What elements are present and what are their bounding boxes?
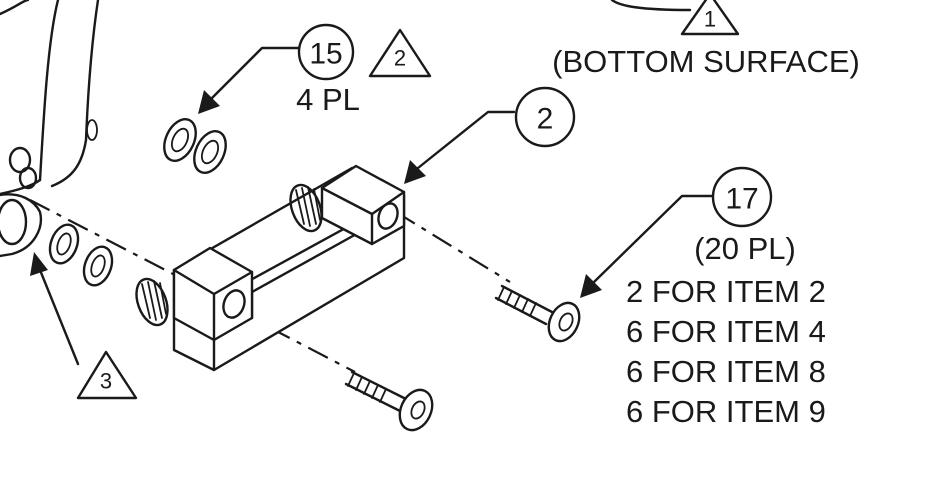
callout-line-17-1: 2 FOR ITEM 2	[626, 274, 826, 309]
flag-note-number-1: 1	[704, 7, 716, 32]
callout-bubble-2: 2	[514, 86, 576, 148]
washer-pair-item-15	[163, 118, 227, 174]
frame-structure	[0, 0, 100, 258]
callout-number-2: 2	[537, 103, 554, 136]
flag-note-label-1: (BOTTOM SURFACE)	[552, 44, 860, 79]
callout-qty-15: 4 PL	[296, 82, 360, 117]
callout-number-15: 15	[309, 38, 342, 71]
centerline-lower	[29, 199, 176, 276]
callout-line-17-4: 6 FOR ITEM 9	[626, 394, 826, 429]
callout-line-17-3: 6 FOR ITEM 8	[626, 354, 826, 389]
spring-upper	[289, 183, 323, 233]
flag-note-number-2: 2	[394, 46, 406, 71]
callout-bubble-17: 17	[711, 166, 773, 228]
bracket-item-2	[172, 164, 406, 372]
flag-note-number-3: 3	[100, 369, 112, 394]
centerline-upper	[395, 211, 511, 283]
cap-screw-right	[494, 284, 581, 343]
flag-note-triangle-1: 1	[680, 0, 740, 36]
spring-lower	[135, 277, 169, 327]
leader-item-17	[580, 194, 714, 298]
callout-number-17: 17	[725, 183, 758, 216]
leader-note-3	[30, 252, 80, 366]
washer-pair-lower	[48, 223, 114, 287]
callout-line-17-2: 6 FOR ITEM 4	[626, 314, 826, 349]
callout-qty-17: (20 PL)	[694, 231, 796, 266]
flag-note-triangle-2: 2	[368, 28, 432, 78]
leader-item-15	[198, 46, 302, 114]
flag-note-triangle-3: 3	[76, 350, 138, 400]
leader-note-1	[610, 0, 692, 12]
cap-screw-lower	[344, 370, 434, 432]
leader-item-2	[404, 110, 516, 184]
callout-bubble-15: 15	[297, 23, 355, 81]
